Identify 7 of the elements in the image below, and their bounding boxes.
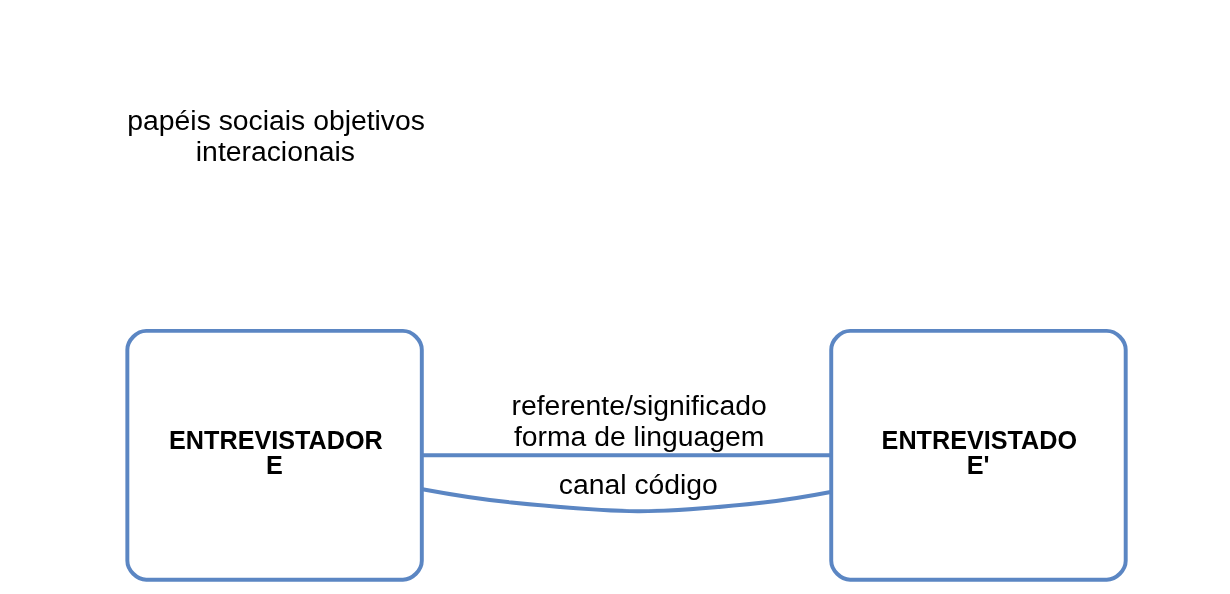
connector [421,487,831,514]
edge-label: canal código [558,467,718,500]
connector [421,453,831,458]
edge-label: referente/significado forma de linguagem [511,388,767,453]
label: papéis sociais objetivos interacionais [126,103,425,168]
node-box: ENTREVISTADOR E [124,328,424,582]
node-box: ENTREVISTADO E' [828,328,1128,582]
